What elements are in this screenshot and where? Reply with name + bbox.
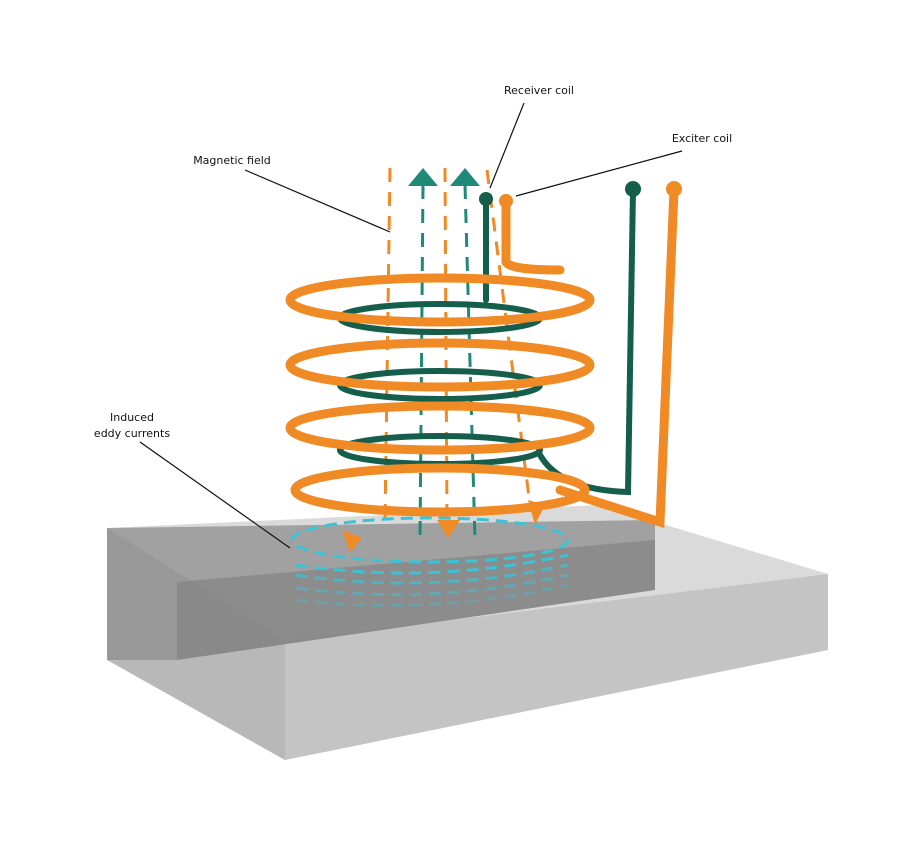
label-eddy-currents: eddy currents <box>94 427 170 440</box>
label-induced: Induced <box>110 411 154 424</box>
exciter-coil <box>285 185 679 529</box>
receiver-terminal-icon <box>625 181 641 197</box>
eddy-currents <box>290 516 570 607</box>
exciter-terminal-icon <box>666 181 682 197</box>
exciter-terminal-icon <box>499 194 513 208</box>
field-arrow-up-icons <box>408 168 480 186</box>
label-magnetic-field: Magnetic field <box>193 154 271 167</box>
conductive-block <box>107 505 828 760</box>
label-receiver-coil: Receiver coil <box>504 84 574 97</box>
receiver-terminal-icon <box>479 192 493 206</box>
label-exciter-coil: Exciter coil <box>672 132 732 145</box>
leader-lines <box>139 102 683 549</box>
